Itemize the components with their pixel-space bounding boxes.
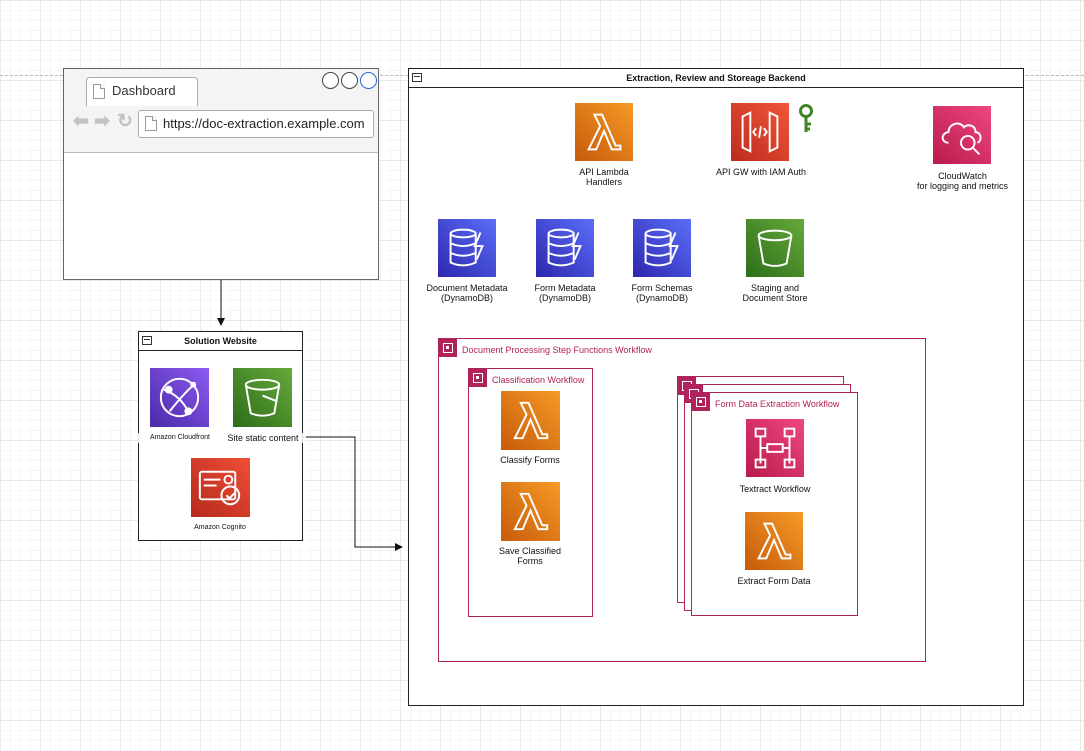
classification-workflow-title: Classification Workflow (492, 375, 585, 385)
form-schemas-dynamodb-icon (633, 219, 691, 277)
textract-workflow-label: Textract Workflow (725, 484, 825, 494)
reload-icon[interactable]: ↻ (117, 111, 133, 132)
api-gateway-icon (731, 103, 789, 161)
textract-workflow-icon (746, 419, 804, 477)
site-static-content-label: Site static content (220, 433, 306, 443)
step-functions-icon (692, 393, 710, 411)
staging-s3-icon (746, 219, 804, 277)
form-extraction-workflow-title: Form Data Extraction Workflow (715, 399, 840, 409)
cognito-label: Amazon Cognito (180, 523, 260, 533)
classify-forms-lambda-icon (501, 391, 560, 450)
browser-tab[interactable]: Dashboard (86, 77, 198, 106)
form-metadata-label: Form Metadata(DynamoDB) (525, 283, 605, 303)
save-classified-forms-lambda-icon (501, 482, 560, 541)
step-functions-icon (469, 369, 487, 387)
collapse-icon[interactable] (142, 336, 152, 345)
extract-form-data-lambda-icon (745, 512, 803, 570)
iam-key-icon (797, 103, 815, 135)
form-schemas-label: Form Schemas(DynamoDB) (622, 283, 702, 303)
browser-window: Dashboard ⬅ ➡ ↻ https://doc-extraction.e… (63, 68, 379, 280)
page-icon (145, 116, 157, 131)
collapse-icon[interactable] (412, 73, 422, 82)
solution-website-title: Solution Website (139, 332, 302, 351)
api-lambda-icon (575, 103, 633, 161)
page-icon (93, 84, 105, 99)
document-processing-workflow-title: Document Processing Step Functions Workf… (462, 345, 652, 355)
url-bar[interactable]: https://doc-extraction.example.com (138, 110, 374, 138)
document-metadata-dynamodb-icon (438, 219, 496, 277)
form-metadata-dynamodb-icon (536, 219, 594, 277)
api-gateway-label: API GW with IAM Auth (706, 167, 816, 177)
connector-site-backend (303, 436, 403, 551)
s3-bucket-icon (233, 368, 292, 427)
cloudwatch-icon (933, 106, 991, 164)
cloudfront-icon (150, 368, 209, 427)
extract-form-data-label: Extract Form Data (724, 576, 824, 586)
browser-tab-title: Dashboard (112, 83, 176, 98)
cognito-icon (191, 458, 250, 517)
window-button-icon[interactable] (341, 72, 358, 89)
browser-chrome: Dashboard ⬅ ➡ ↻ https://doc-extraction.e… (64, 69, 378, 153)
backend-title: Extraction, Review and Storeage Backend (409, 69, 1023, 88)
url-text: https://doc-extraction.example.com (163, 116, 365, 131)
document-metadata-label: Document Metadata(DynamoDB) (417, 283, 517, 303)
cloudfront-label: Amazon Cloudfront (138, 433, 222, 443)
back-arrow-icon[interactable]: ⬅ (73, 111, 89, 132)
window-button-icon[interactable] (322, 72, 339, 89)
classify-forms-label: Classify Forms (490, 455, 570, 465)
step-functions-icon (439, 339, 457, 357)
window-button-icon[interactable] (360, 72, 377, 89)
forward-arrow-icon[interactable]: ➡ (94, 111, 110, 132)
